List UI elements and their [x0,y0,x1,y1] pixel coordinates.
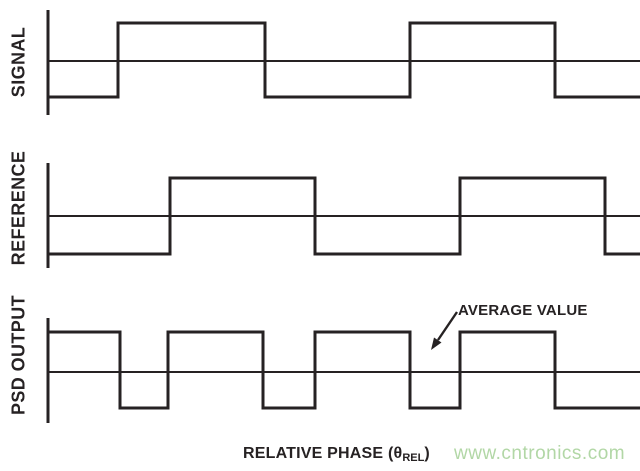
psd-output-waveform [48,330,640,410]
x-axis-title-suffix: ) [424,445,430,462]
x-axis-title-subscript: REL [402,452,425,464]
x-axis-title-prefix: RELATIVE PHASE ( [243,445,394,462]
reference-waveform [48,176,640,256]
signal-plot-label: SIGNAL [8,26,29,98]
psd-output-plot-label: PSD OUTPUT [8,294,29,416]
average-value-arrow-shaft [437,311,458,341]
reference-plot-label: REFERENCE [8,150,29,266]
average-value-annotation: AVERAGE VALUE [458,302,588,319]
x-axis-title: RELATIVE PHASE (θREL) [243,445,430,464]
theta-symbol: θ [393,445,403,462]
signal-waveform [48,21,640,99]
average-value-arrow-head [431,337,442,350]
watermark-text: www.cntronics.com [454,443,626,464]
